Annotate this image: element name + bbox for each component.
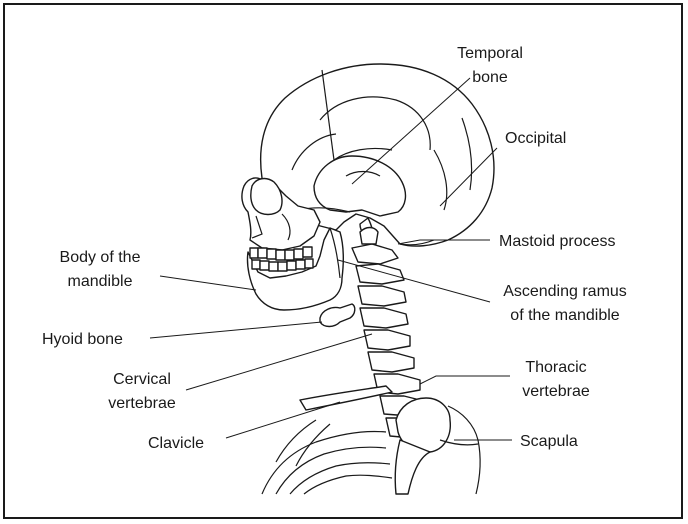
label-mastoid-process: Mastoid process [499,233,616,250]
leader-hyoid-bone [150,322,322,338]
shoulder [395,398,480,494]
leader-thoracic-vertebrae [420,376,510,384]
clavicle [300,386,392,410]
leader-cervical-vertebrae [186,334,372,390]
hyoid [320,304,355,327]
label-body-of-mandible-line2: mandible [68,273,133,290]
leader-body-of-mandible [160,276,256,290]
label-ascending-ramus-line1: Ascending ramus [503,283,627,300]
label-cervical-vertebrae-line1: Cervical [113,371,171,388]
label-body-of-mandible-line1: Body of the [60,249,141,266]
leader-clavicle [226,402,340,438]
label-ascending-ramus-line2: of the mandible [510,307,620,324]
cervical-vertebrae-shapes [352,228,420,395]
label-temporal-bone-line2: bone [472,69,508,86]
lower-teeth [252,259,313,271]
label-thoracic-vertebrae-line1: Thoracic [525,359,586,376]
label-thoracic-vertebrae-line2: vertebrae [522,383,590,400]
label-clavicle: Clavicle [148,435,204,452]
label-scapula: Scapula [520,433,578,450]
label-hyoid-bone: Hyoid bone [42,331,123,348]
label-occipital: Occipital [505,130,566,147]
label-temporal-bone-line1: Temporal [457,45,523,62]
ribs [262,420,392,494]
skull [242,64,494,250]
label-cervical-vertebrae-line2: vertebrae [108,395,176,412]
